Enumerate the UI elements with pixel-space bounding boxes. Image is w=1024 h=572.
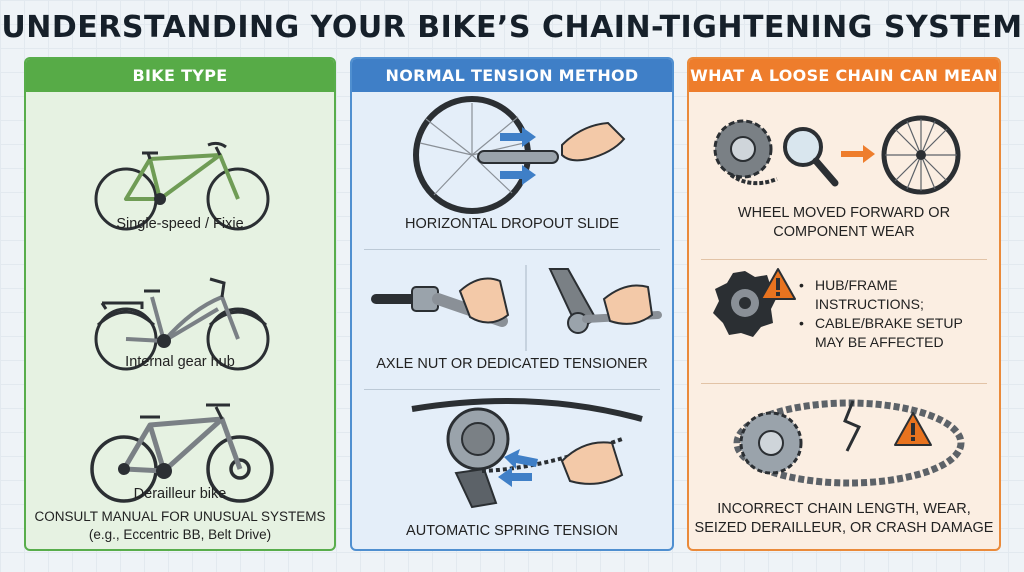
bullet-2-line-2: MAY BE AFFECTED bbox=[815, 334, 944, 350]
loose-chain-bullets: HUB/FRAME INSTRUCTIONS; CABLE/BRAKE SETU… bbox=[799, 276, 963, 352]
wheel-icon bbox=[881, 115, 961, 195]
bullet-1-line-2: INSTRUCTIONS; bbox=[815, 296, 924, 312]
tension-method-panel: NORMAL TENSION METHOD HORIZONTAL DROPOUT… bbox=[350, 57, 674, 551]
warning-icon bbox=[760, 268, 796, 300]
derailleur-bike-icon bbox=[90, 403, 274, 503]
method-caption-axle-nut: AXLE NUT OR DEDICATED TENSIONER bbox=[376, 356, 648, 372]
bullet-1-line-1: HUB/FRAME bbox=[815, 277, 898, 293]
bike-caption-internal-hub: Internal gear hub bbox=[125, 354, 235, 370]
city-bike-icon bbox=[94, 277, 270, 371]
page-title: UNDERSTANDING YOUR BIKE’S CHAIN-TIGHTENI… bbox=[1, 10, 1023, 45]
consult-manual-note: CONSULT MANUAL FOR UNUSUAL SYSTEMS bbox=[34, 509, 326, 524]
loose-chain-text-3b: SEIZED DERAILLEUR, OR CRASH DAMAGE bbox=[694, 520, 994, 536]
consult-manual-example: (e.g., Eccentric BB, Belt Drive) bbox=[88, 527, 272, 542]
loose-chain-text-1a: WHEEL MOVED FORWARD OR bbox=[737, 205, 951, 221]
loose-chain-heading: WHAT A LOOSE CHAIN CAN MEAN bbox=[689, 59, 999, 92]
method-divider-1 bbox=[364, 249, 660, 250]
loose-chain-panel: WHAT A LOOSE CHAIN CAN MEAN WHEEL MOVED … bbox=[687, 57, 1001, 551]
bike-type-heading: BIKE TYPE bbox=[26, 59, 334, 92]
sprocket-chain-icon bbox=[713, 119, 778, 186]
rear-derailleur-icon bbox=[411, 398, 643, 509]
magnifier-icon bbox=[783, 127, 839, 187]
method-caption-dropout: HORIZONTAL DROPOUT SLIDE bbox=[404, 216, 620, 232]
loose-chain-text-1b: COMPONENT WEAR bbox=[773, 224, 915, 240]
method-caption-spring: AUTOMATIC SPRING TENSION bbox=[406, 523, 618, 539]
bullet-hub-frame: HUB/FRAME INSTRUCTIONS; bbox=[799, 276, 963, 314]
dropout-slide-icon bbox=[413, 96, 626, 214]
bullet-2-line-1: CABLE/BRAKE SETUP bbox=[815, 315, 963, 331]
bullet-cable-brake: CABLE/BRAKE SETUP MAY BE AFFECTED bbox=[799, 314, 963, 352]
bike-caption-single-speed: Single-speed / Fixie bbox=[116, 216, 244, 232]
wrench-tensioner-icon bbox=[371, 265, 662, 351]
tension-method-heading: NORMAL TENSION METHOD bbox=[352, 59, 672, 92]
single-speed-bike-icon bbox=[94, 141, 270, 231]
arrow-right-icon bbox=[841, 145, 875, 163]
bike-type-panel: BIKE TYPE Single-speed / Fixie bbox=[24, 57, 336, 551]
loose-chain-divider-1 bbox=[701, 259, 987, 260]
loose-chain-text-3a: INCORRECT CHAIN LENGTH, WEAR, bbox=[717, 501, 971, 517]
loose-chain-divider-2 bbox=[701, 383, 987, 384]
method-divider-2 bbox=[364, 389, 660, 390]
hub-icon bbox=[713, 271, 777, 337]
broken-chain-icon bbox=[733, 399, 965, 487]
bike-caption-derailleur: Derailleur bike bbox=[133, 486, 227, 502]
